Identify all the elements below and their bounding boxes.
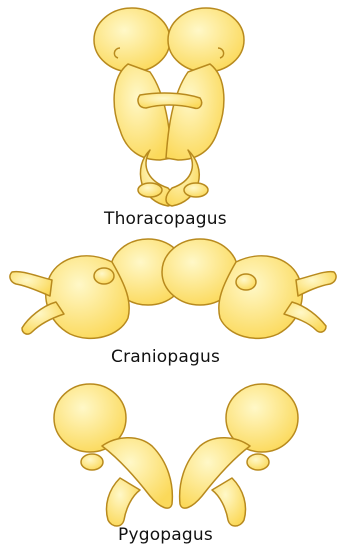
craniopagus-figure: [10, 239, 336, 338]
embracing-arms: [138, 93, 202, 108]
left-twin-legs: [107, 478, 141, 526]
left-twin-head: [94, 8, 170, 72]
craniopagus-label: Craniopagus: [111, 347, 220, 367]
right-twin-hands: [247, 454, 269, 470]
left-twin-hands: [81, 454, 103, 470]
right-twin-upper-leg: [296, 272, 336, 296]
thoracopagus-figure: [94, 8, 244, 206]
right-twin-legs: [212, 478, 246, 526]
right-foot: [184, 183, 208, 197]
pygopagus-figure: [54, 384, 298, 526]
left-foot: [138, 183, 162, 197]
left-twin-torso: [114, 64, 172, 160]
left-twin-hands: [94, 268, 114, 284]
pygopagus-label: Pygopagus: [118, 525, 213, 545]
right-twin-torso: [166, 64, 224, 160]
left-twin-upper-leg: [10, 272, 52, 296]
right-twin-hands: [236, 274, 256, 290]
right-twin-head: [168, 8, 244, 72]
thoracopagus-label: Thoracopagus: [104, 209, 227, 229]
